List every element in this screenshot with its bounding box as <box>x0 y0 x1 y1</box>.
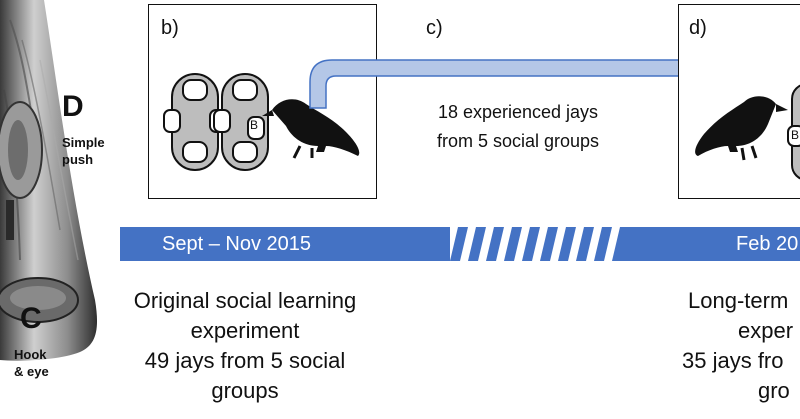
apparatus-label-d: D <box>62 90 84 123</box>
panel-c-line2: from 5 social groups <box>436 131 600 151</box>
left-line-1: Original social learning <box>133 288 357 313</box>
tube-b-marker: B <box>250 118 259 132</box>
right-line-2: exper <box>738 318 794 343</box>
left-line-2: experiment <box>190 318 300 343</box>
tube-partial-d <box>787 84 800 180</box>
panel-c-label: c) <box>426 17 443 39</box>
tube-d-marker: B <box>791 128 800 142</box>
apparatus-desc-c: Hook & eye <box>14 347 49 379</box>
timeline-right-label: Feb 20 <box>736 233 799 255</box>
apparatus-desc-d: Simple push <box>62 135 105 167</box>
log-body <box>0 0 98 361</box>
right-line-3: 35 jays fro <box>682 348 784 373</box>
right-line-4: gro <box>758 378 790 403</box>
panel-c-line1: 18 experienced jays <box>437 102 599 122</box>
right-line-1: Long-term <box>688 288 789 313</box>
left-line-4: groups <box>211 378 279 403</box>
left-description: Original social learning experiment 49 j… <box>100 286 390 406</box>
panel-d-label: d) <box>689 17 707 39</box>
panel-d: d) <box>678 4 800 199</box>
timeline-left-label: Sept – Nov 2015 <box>162 233 311 255</box>
panel-b-label: b) <box>161 17 179 39</box>
timeline-gap-stripes <box>450 227 612 261</box>
tube-right <box>213 73 269 171</box>
apparatus-label-c: C <box>20 302 42 335</box>
right-description: Long-term exper 35 jays fro gro <box>680 286 800 406</box>
left-line-3: 49 jays from 5 social <box>144 348 346 373</box>
